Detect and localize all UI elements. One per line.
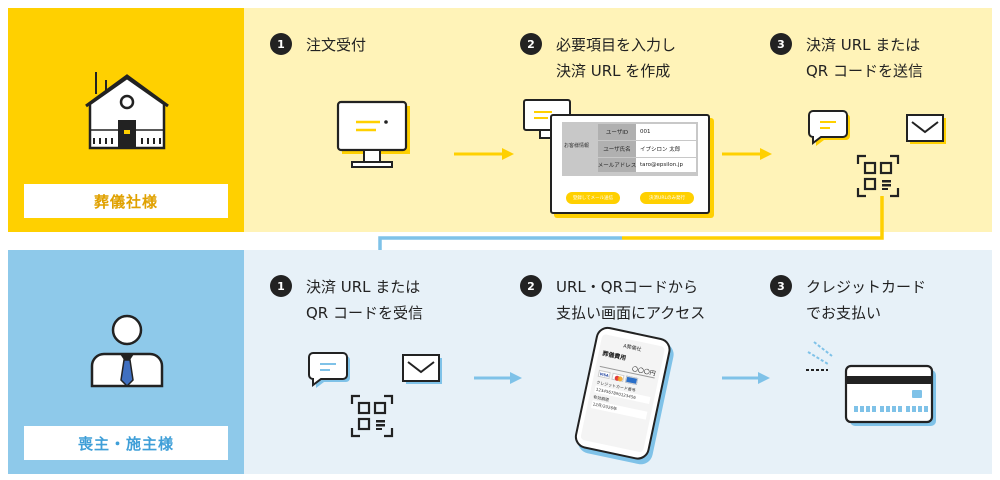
send-mail-button[interactable]: 登録してメール送信 [566,192,620,204]
funeral-lane: 1 注文受付 2 必要項目を入力し 決済 URL を作成 3 決済 URL また… [244,8,992,232]
form-table: お客様情報 ユーザID 001 ユーザ氏名 イプシロン 太郎 メールアドレス t [562,122,698,176]
customer-lane: 1 決済 URL または QR コードを受信 2 URL・QRコードから 支払い… [244,250,992,474]
customer-step-1: 1 決済 URL または QR コードを受信 [270,274,423,326]
smartphone-illustration: A葬儀社 葬儀費用 〇〇〇円 VISA クレジットカード番号 123456789… [571,324,680,470]
step-text: 決済 URL または QR コードを受信 [306,278,423,322]
funeral-label: 葬儀社様 [24,184,228,218]
envelope-icon [906,114,946,144]
customer-step-3: 3 クレジットカード でお支払い [770,274,926,326]
mastercard-logo [611,372,625,383]
chat-bubble-icon [308,352,350,388]
step-text: 必要項目を入力し 決済 URL を作成 [556,36,677,80]
form-window: お客様情報 ユーザID 001 ユーザ氏名 イプシロン 太郎 メールアドレス t [550,114,710,214]
customer-band: 喪主・施主様 1 決済 URL または QR コードを受信 2 URL・QRコー… [0,250,1000,474]
arrow-right-icon [474,372,522,384]
form-screen-illustration: お客様情報 ユーザID 001 ユーザ氏名 イプシロン 太郎 メールアドレス t [522,98,718,222]
arrow-right-icon [722,148,772,160]
step-number-badge: 2 [520,33,542,55]
funeral-band: 葬儀社様 1 注文受付 2 必要項目を入力し 決済 URL を作成 3 決済 U… [0,8,1000,232]
envelope-icon [402,354,442,384]
credit-card-icon [806,341,936,426]
arrow-right-icon [722,372,770,384]
chat-bubble-icon [808,110,850,146]
jcb-logo [624,375,639,385]
phone-body: A葬儀社 葬儀費用 〇〇〇円 VISA クレジットカード番号 123456789… [572,324,673,462]
monitor-icon [336,100,410,168]
step-number-badge: 1 [270,275,292,297]
step-text: 決済 URL または QR コードを送信 [806,36,923,80]
funeral-step-1: 1 注文受付 [270,32,366,58]
step-text: URL・QRコードから 支払い画面にアクセス [556,278,706,322]
qr-code-icon [350,394,394,438]
funeral-step-2: 2 必要項目を入力し 決済 URL を作成 [520,32,676,84]
customer-actor-panel: 喪主・施主様 [8,250,244,474]
step-text: 注文受付 [306,36,367,54]
issue-url-button[interactable]: 決済URLのみ発行 [640,192,694,204]
customer-label: 喪主・施主様 [24,426,228,460]
funeral-actor-panel: 葬儀社様 [8,8,244,232]
form-row: ユーザID 001 [598,124,696,140]
funeral-step-3: 3 決済 URL または QR コードを送信 [770,32,923,84]
form-section-label: お客様情報 [564,143,590,149]
step-text: クレジットカード でお支払い [806,278,927,322]
step-number-badge: 3 [770,275,792,297]
step-number-badge: 1 [270,33,292,55]
form-row: メールアドレス taro@epsilon.jp [598,158,696,172]
step-number-badge: 2 [520,275,542,297]
customer-step-2: 2 URL・QRコードから 支払い画面にアクセス [520,274,705,326]
form-row: ユーザ氏名 イプシロン 太郎 [598,141,696,157]
visa-logo: VISA [597,369,611,380]
step-number-badge: 3 [770,33,792,55]
qr-code-icon [856,154,900,198]
funeral-home-icon [85,72,169,150]
person-icon [90,314,164,388]
arrow-right-icon [454,148,514,160]
